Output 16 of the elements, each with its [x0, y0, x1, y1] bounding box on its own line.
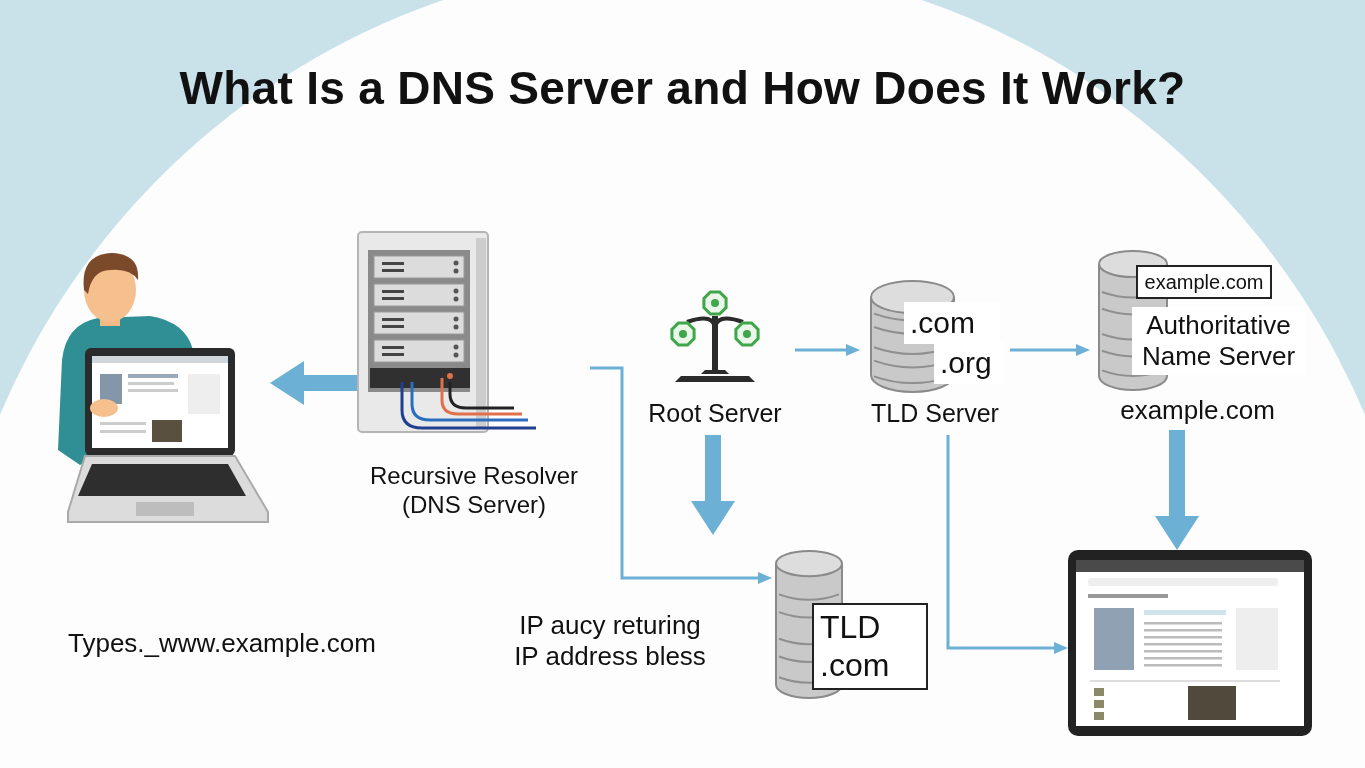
domain-tag: TLD .com: [812, 603, 928, 690]
arrow: [1010, 344, 1090, 356]
arrow: [946, 435, 1068, 654]
domain-tag: example.com: [1136, 265, 1272, 299]
arrow: [590, 366, 772, 584]
note-text: Types._www.example.com: [68, 628, 377, 660]
thick-arrow: [691, 435, 735, 535]
thick-arrow: [270, 361, 358, 405]
node-label: Root Server: [647, 398, 783, 428]
page-title: What Is a DNS Server and How Does It Work?: [179, 62, 1186, 115]
arrow: [795, 344, 860, 356]
node-label: TLD Server: [870, 398, 1000, 428]
thick-arrow: [1155, 430, 1199, 550]
node-label: Recursive Resolver (DNS Server): [368, 462, 580, 520]
node-label: example.com: [1119, 395, 1276, 427]
note-text: IP aucy returing IP address bless: [513, 610, 707, 673]
